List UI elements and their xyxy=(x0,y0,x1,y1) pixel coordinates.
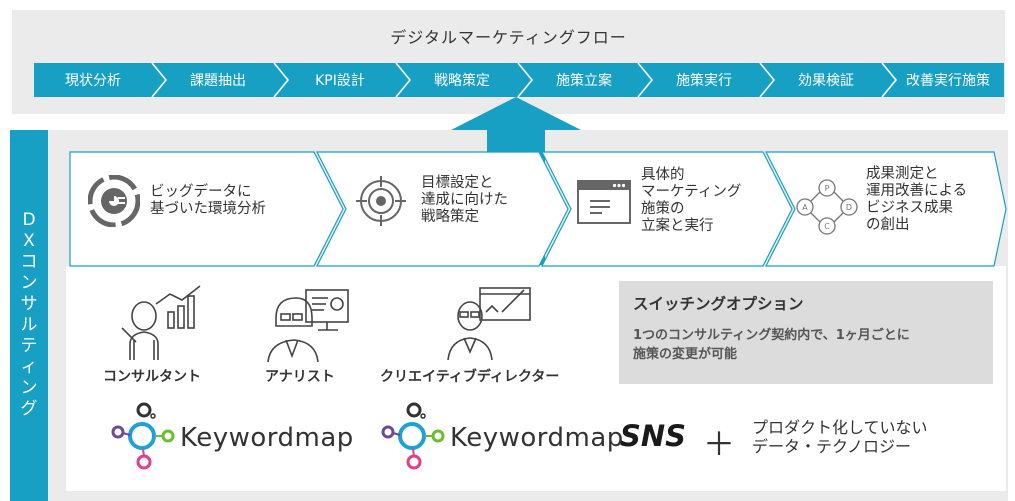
flow-step-3: KPI設計 xyxy=(315,73,365,89)
plus-sign: ＋ xyxy=(703,425,736,463)
switching-option-title: スイッチングオプション xyxy=(633,295,804,313)
flow-step-6: 施策実行 xyxy=(676,73,732,89)
consultant-icon xyxy=(121,285,201,360)
role-label-consultant: コンサルタント xyxy=(103,369,201,385)
svg-text:P: P xyxy=(825,184,830,193)
switching-option-desc: 1つのコンサルティング契約内で、1ヶ月ごとに 施策の変更が可能 xyxy=(633,328,910,362)
flow-step-5: 施策立案 xyxy=(556,73,612,89)
keywordmap-logo-mark-1 xyxy=(111,402,175,470)
flow-panel: デジタルマーケティングフロー 現状分析 課題抽出 KPI設計 戦略策定 施策立案… xyxy=(12,10,1005,114)
flow-title: デジタルマーケティングフロー xyxy=(390,28,627,47)
role-label-analyst: アナリスト xyxy=(265,369,335,385)
svg-text:D: D xyxy=(846,203,852,212)
browser-window-icon xyxy=(577,180,631,224)
process-step-3-text: 具体的 マーケティング 施策の 立案と実行 xyxy=(641,167,742,234)
dx-consulting-label: D X コ ン サ ル テ ィ ン グ xyxy=(20,210,38,419)
switching-option-box: スイッチングオプション 1つのコンサルティング契約内で、1ヶ月ごとに 施策の変更… xyxy=(619,281,993,384)
pdca-cycle-icon: P A D C xyxy=(796,179,858,235)
svg-text:A: A xyxy=(802,203,808,212)
analyst-icon xyxy=(267,289,349,363)
pie-chart-icon xyxy=(88,175,140,227)
flow-step-4: 戦略策定 xyxy=(434,73,490,89)
keywordmap-logo-mark-2 xyxy=(381,402,445,470)
process-step-2-text: 目標設定と 達成に向けた 戦略策定 xyxy=(421,175,508,225)
target-icon xyxy=(356,176,406,226)
svg-text:C: C xyxy=(824,222,830,231)
untapped-technology-text: プロダクト化していない データ・テクノロジー xyxy=(752,418,928,456)
role-label-creative-director: クリエイティブディレクター xyxy=(380,369,560,385)
dx-consulting-band xyxy=(10,130,48,501)
keywordmap-logo-text-2: Keywordmap xyxy=(450,423,624,453)
flow-step-8: 改善実行施策 xyxy=(906,73,990,89)
process-step-1-text: ビッグデータに 基づいた環境分析 xyxy=(150,184,266,217)
flow-step-7: 効果検証 xyxy=(798,73,854,89)
flow-step-2: 課題抽出 xyxy=(190,73,246,89)
flow-steps-bar: 現状分析 課題抽出 KPI設計 戦略策定 施策立案 施策実行 効果検証 改善実行… xyxy=(34,63,1004,97)
creative-director-icon xyxy=(447,287,531,361)
flow-step-1: 現状分析 xyxy=(65,73,121,89)
process-step-4-text: 成果測定と 運用改善による ビジネス成果 の創出 xyxy=(866,166,968,233)
sns-label: SNS xyxy=(620,419,687,453)
keywordmap-logo-text-1: Keywordmap xyxy=(180,423,354,453)
